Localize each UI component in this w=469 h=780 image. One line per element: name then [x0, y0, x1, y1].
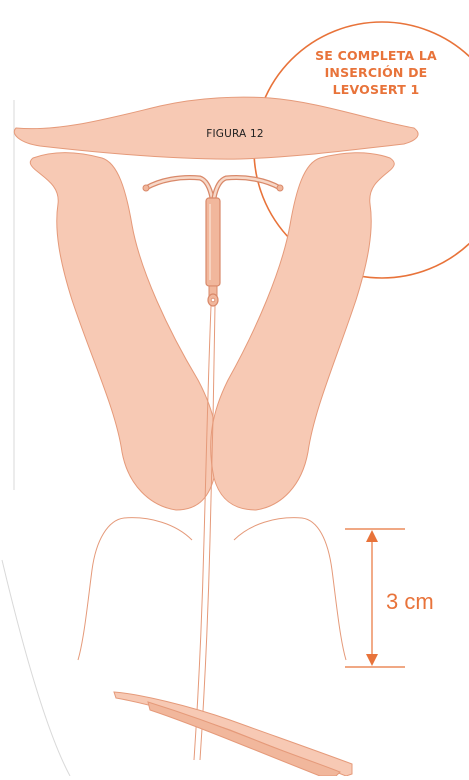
cervix-right-edge: [234, 518, 302, 540]
callout-line-1: SE COMPLETA LA: [300, 47, 452, 64]
cervix-left-edge: [124, 518, 192, 540]
uterine-wall-left: [30, 153, 217, 510]
iud-arm-tip-left: [143, 185, 149, 191]
callout-line-2: INSERCIÓN DE: [300, 64, 452, 81]
figure-label: FIGURA 12: [180, 128, 290, 140]
callout-text: SE COMPLETA LA INSERCIÓN DE LEVOSERT 1: [300, 47, 452, 98]
iud-hormone-reservoir: [206, 198, 220, 286]
left-lower-guide: [2, 560, 70, 776]
iud-arm-left: [146, 177, 212, 198]
uterine-wall-right: [211, 153, 395, 510]
speculum-blade-lower: [148, 702, 340, 776]
vaginal-wall-left: [78, 518, 124, 660]
iud-thread-loop: [211, 298, 215, 302]
measurement-label: 3 cm: [386, 589, 434, 615]
removal-thread-2: [200, 306, 215, 760]
removal-thread-1: [194, 306, 211, 760]
measure-arrow-up-icon: [366, 530, 378, 542]
vaginal-wall-right: [302, 518, 346, 660]
measure-arrow-down-icon: [366, 654, 378, 666]
iud-arm-tip-right: [277, 185, 283, 191]
callout-line-3: LEVOSERT 1: [300, 81, 452, 98]
